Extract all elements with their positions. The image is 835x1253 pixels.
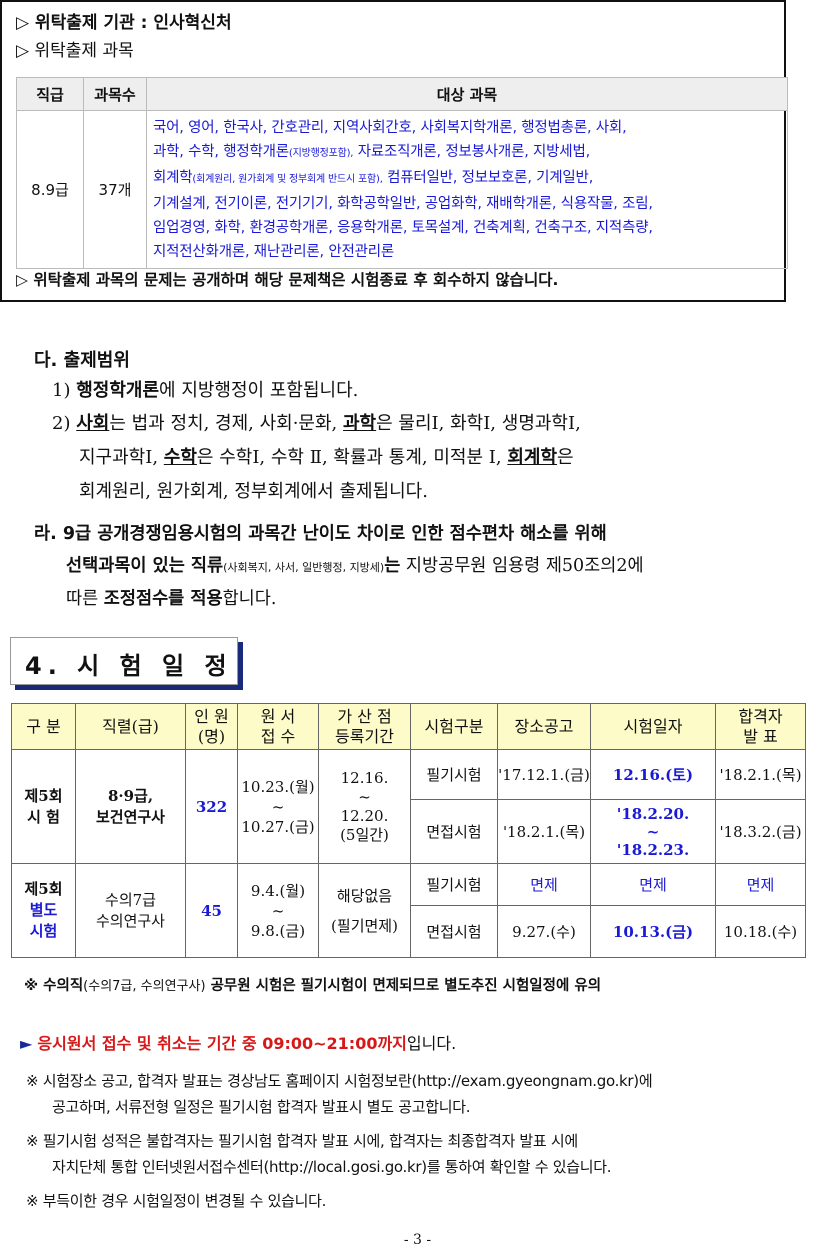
apply-notice: ► 응시원서 접수 및 취소는 기간 중 09:00~21:00까지입니다. [20, 1034, 457, 1053]
section-ra-line1: 라. 9급 공개경쟁임용시험의 과목간 난이도 차이로 인한 점수편차 해소를 … [34, 524, 607, 544]
header-result: 합격자 발 표 [715, 703, 806, 750]
header-exam-type: 시험구분 [410, 703, 498, 750]
header-venue-notice: 장소공고 [497, 703, 591, 750]
commission-subjects-label: ▷ 위탁출제 과목 [16, 41, 134, 61]
subjects-line: 기계설계, 전기이론, 전기기기, 화학공학일반, 공업화학, 재배학개론, 식… [153, 195, 653, 212]
exam-type-cell: 면접시험 [410, 799, 498, 864]
col-subjects: 대상 과목 [146, 77, 788, 111]
note-line: 공고하며, 서류전형 일정은 필기시험 합격자 발표시 별도 공고합니다. [52, 1098, 471, 1116]
special-bonus-note: (필기면제) [331, 916, 398, 935]
special-bonus: 해당없음 (필기면제) [318, 863, 411, 958]
exam-type-cell: 필기시험 [410, 863, 498, 906]
result-cell: '18.2.1.(목) [715, 749, 806, 800]
subjects-line: 임업경영, 화학, 환경공학개론, 응용학개론, 토목설계, 건축계획, 건축구… [153, 219, 653, 236]
round5-label: 제5회 시 험 [11, 749, 76, 864]
venue-notice-cell: 9.27.(수) [497, 905, 591, 958]
exam-date-cell: 면제 [590, 863, 716, 906]
col-count: 과목수 [83, 77, 147, 111]
section-da-title: 다. 출제범위 [34, 350, 130, 371]
notes-block: ※ 시험장소 공고, 합격자 발표는 경상남도 홈페이지 시험정보란(http:… [26, 1068, 816, 1214]
subjects-line: 과학, 수학, 행정학개론(지방행정포함), 자료조직개론, 정보봉사개론, 지… [153, 143, 590, 160]
round5-application: 10.23.(월) ~ 10.27.(금) [237, 749, 319, 864]
vet-note: ※ 수의직(수의7급, 수의연구사) 공무원 시험은 필기시험이 면제되므로 별… [24, 978, 602, 994]
section-da-item1: 1) 행정학개론에 지방행정이 포함됩니다. [52, 380, 359, 401]
section-ra-line3: 따른 조정점수를 적용합니다. [66, 589, 277, 609]
round5-series: 8·9급, 보건연구사 [75, 749, 186, 864]
count-cell: 37개 [83, 110, 147, 269]
header-series: 직렬(급) [75, 703, 186, 750]
commission-footer: ▷ 위탁출제 과목의 문제는 공개하며 해당 문제책은 시험종료 후 회수하지 … [16, 271, 559, 289]
section-da-item2: 2) 사회는 법과 정치, 경제, 사회·문화, 과학은 물리Ⅰ, 화학Ⅰ, 생… [52, 413, 581, 502]
exam-type-cell: 면접시험 [410, 905, 498, 958]
commission-org: ▷ 위탁출제 기관 : 인사혁신처 [16, 13, 232, 33]
special-application: 9.4.(월) ~ 9.8.(금) [237, 863, 319, 958]
special-count: 45 [185, 863, 238, 958]
triangle-bullet-icon: ► [20, 1034, 33, 1053]
special-series: 수의7급 수의연구사 [75, 863, 186, 958]
schedule-table: 구 분 직렬(급) 인 원 (명) 원 서 접 수 가 산 점 등록기간 시험구… [11, 703, 806, 958]
result-cell: '18.3.2.(금) [715, 799, 806, 864]
round5-bonus: 12.16. ~ 12.20. (5일간) [318, 749, 411, 864]
exam-type-cell: 필기시험 [410, 749, 498, 800]
exam-date-cell: 10.13.(금) [590, 905, 716, 958]
page-number: - 3 - [403, 1232, 432, 1248]
special-label: 제5회 별도 시험 [11, 863, 76, 958]
result-cell: 면제 [715, 863, 806, 906]
note-line: 자치단체 통합 인터넷원서접수센터(http://local.gosi.go.k… [52, 1158, 612, 1176]
subjects-line: 지적전산화개론, 재난관리론, 안전관리론 [153, 243, 395, 260]
special-label-round: 제5회 [24, 880, 63, 898]
header-count: 인 원 (명) [185, 703, 238, 750]
subjects-line: 국어, 영어, 한국사, 간호관리, 지역사회간호, 사회복지학개론, 행정법총… [153, 119, 627, 136]
round5-count: 322 [185, 749, 238, 864]
header-application: 원 서 접 수 [237, 703, 319, 750]
subjects-table: 직급 과목수 대상 과목 8.9급 37개 국어, 영어, 한국사, 간호관리,… [16, 77, 788, 269]
venue-notice-cell: '17.12.1.(금) [497, 749, 591, 800]
header-category: 구 분 [11, 703, 76, 750]
header-bonus: 가 산 점 등록기간 [318, 703, 411, 750]
note-line: ※ 필기시험 성적은 불합격자는 필기시험 합격자 발표 시에, 합격자는 최종… [26, 1132, 578, 1150]
commission-box: ▷ 위탁출제 기관 : 인사혁신처 ▷ 위탁출제 과목 직급 과목수 대상 과목… [0, 0, 788, 302]
exam-date-cell: '18.2.20. ~ '18.2.23. [590, 799, 716, 864]
subjects-line: 회계학(회계원리, 원가회계 및 정부회계 반드시 포함), 컴퓨터일반, 정보… [153, 169, 594, 186]
schedule-heading-text: 4. 시 험 일 정 [25, 652, 233, 680]
grade-cell: 8.9급 [16, 110, 84, 269]
result-cell: 10.18.(수) [715, 905, 806, 958]
note-line: ※ 부득이한 경우 시험일정이 변경될 수 있습니다. [26, 1192, 327, 1210]
venue-notice-cell: '18.2.1.(목) [497, 799, 591, 864]
schedule-heading: 4. 시 험 일 정 [10, 637, 238, 685]
special-label-separate: 별도 시험 [29, 901, 58, 940]
subjects-cell: 국어, 영어, 한국사, 간호관리, 지역사회간호, 사회복지학개론, 행정법총… [146, 110, 788, 269]
note-line: ※ 시험장소 공고, 합격자 발표는 경상남도 홈페이지 시험정보란(http:… [26, 1072, 653, 1090]
special-bonus-none: 해당없음 [336, 886, 393, 905]
section-ra-line2: 선택과목이 있는 직류(사회복지, 사서, 일반행정, 지방세)는 지방공무원 … [66, 556, 644, 576]
venue-notice-cell: 면제 [497, 863, 591, 906]
header-exam-date: 시험일자 [590, 703, 716, 750]
exam-date-cell: 12.16.(토) [590, 749, 716, 800]
col-grade: 직급 [16, 77, 84, 111]
